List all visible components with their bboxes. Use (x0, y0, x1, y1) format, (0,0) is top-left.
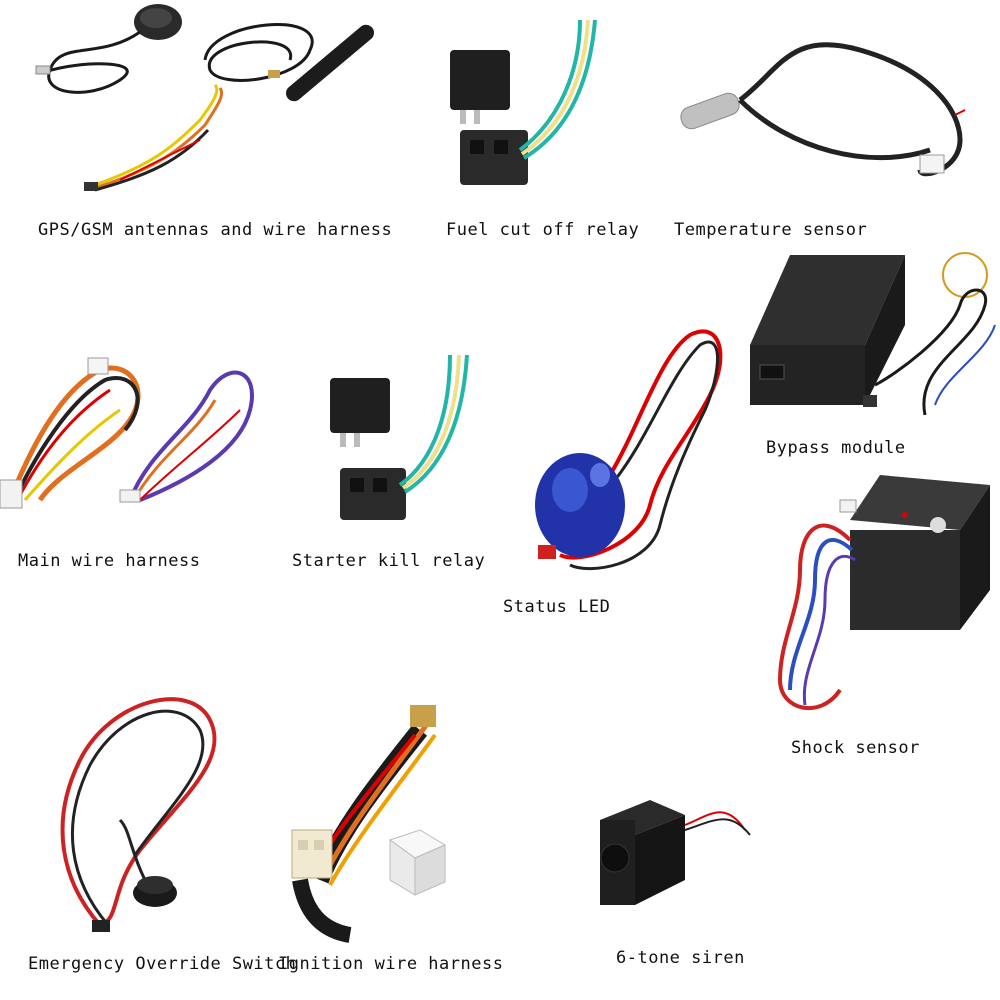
main-harness-image (0, 330, 270, 525)
gps-gsm-label: GPS/GSM antennas and wire harness (38, 220, 393, 240)
override-switch-label: Emergency Override Switch (28, 954, 297, 974)
starter-relay-image (325, 350, 485, 530)
status-led-image (520, 315, 740, 595)
override-switch-image (30, 680, 230, 945)
ignition-harness-image (280, 700, 470, 945)
siren-image (590, 790, 760, 920)
siren-label: 6-tone siren (616, 948, 745, 968)
shock-sensor-image (760, 470, 995, 735)
temp-sensor-image (670, 30, 990, 190)
main-harness-label: Main wire harness (18, 551, 201, 571)
starter-relay-label: Starter kill relay (292, 551, 486, 571)
gps-gsm-antennas-image (0, 0, 430, 210)
ignition-harness-label: Ignition wire harness (278, 954, 504, 974)
fuel-relay-label: Fuel cut off relay (446, 220, 640, 240)
fuel-relay-image (440, 10, 610, 210)
bypass-module-label: Bypass module (766, 438, 906, 458)
status-led-label: Status LED (503, 597, 611, 617)
bypass-module-image (745, 245, 1000, 435)
temp-sensor-label: Temperature sensor (674, 220, 868, 240)
shock-sensor-label: Shock sensor (791, 738, 920, 758)
